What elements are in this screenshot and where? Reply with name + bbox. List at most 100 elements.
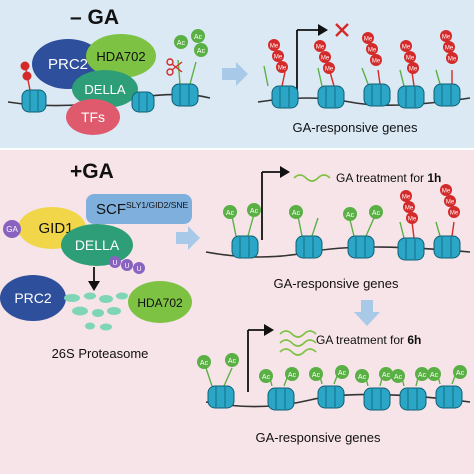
svg-text:Me: Me [445, 46, 454, 52]
svg-text:Ac: Ac [292, 210, 301, 217]
svg-text:Me: Me [368, 48, 377, 54]
svg-text:Me: Me [442, 35, 451, 41]
scf-complex [86, 194, 192, 224]
svg-text:Ac: Ac [226, 210, 235, 217]
svg-text:Me: Me [364, 37, 373, 43]
time-progression-arrow [354, 300, 380, 326]
hda702-free-label: HDA702 [137, 296, 183, 310]
svg-text:Ac: Ac [382, 372, 391, 379]
tfs-complex [66, 99, 120, 135]
tfs-label: TFs [81, 109, 105, 125]
svg-text:U: U [124, 263, 129, 270]
acetylated-nucleosome-6h-2: Ac Ac [259, 367, 299, 411]
svg-text:Ac: Ac [456, 370, 465, 377]
transcript-1h [293, 174, 331, 182]
minus-ga-nucleosome-deacetylated [171, 59, 199, 107]
free-ac-group-3: Ac [194, 43, 208, 57]
acetylated-nucleosome-6h-3: Ac Ac [309, 365, 349, 409]
svg-text:Ac: Ac [430, 372, 439, 379]
hda702-complex [86, 34, 156, 78]
acetylated-nucleosome-1h-3: Ac Ac [343, 205, 383, 259]
svg-text:Me: Me [402, 195, 411, 201]
della-plus-label: DELLA [75, 237, 120, 253]
free-ac-group-2: Ac [191, 29, 205, 43]
minus-ga-title: – GA [70, 6, 119, 29]
svg-text:Me: Me [270, 44, 279, 50]
della-protein [61, 224, 133, 266]
minus-ga-tss-arrow [296, 24, 328, 92]
prc2-free-label: PRC2 [14, 290, 52, 306]
scf-main-label: SCF [96, 201, 126, 218]
minus-ga-methylated-nucleosome-2: Me Me Me [314, 40, 345, 109]
svg-text:Ac: Ac [312, 372, 321, 379]
svg-text:Me: Me [450, 211, 459, 217]
gid1-label: GID1 [38, 220, 73, 237]
transcripts-6h [279, 330, 317, 356]
plus-ga-title: +GA [70, 160, 114, 183]
svg-text:Ac: Ac [262, 374, 271, 381]
svg-text:Ac: Ac [394, 374, 403, 381]
ubiquitin-chain: U U U [109, 256, 145, 274]
svg-text:Me: Me [316, 45, 325, 51]
svg-text:Me: Me [372, 59, 381, 65]
minus-ga-nucleosome-left-1 [20, 61, 47, 113]
della-complex [72, 70, 138, 108]
svg-text:Ac: Ac [338, 370, 347, 377]
svg-text:Me: Me [274, 55, 283, 61]
minus-ga-genes-label: GA-responsive genes [292, 120, 418, 135]
treatment-6h-duration: 6h [407, 333, 421, 347]
svg-text:Ac: Ac [418, 372, 427, 379]
svg-text:Ac: Ac [346, 212, 355, 219]
prc2-free [0, 275, 66, 321]
proteasome-fragments [64, 292, 128, 331]
treatment-1h-label: GA treatment for 1h [336, 171, 441, 185]
svg-text:Ac: Ac [372, 210, 381, 217]
svg-text:Me: Me [448, 57, 457, 63]
acetylated-nucleosome-6h-6: Ac Ac [427, 365, 467, 409]
svg-text:Me: Me [321, 56, 330, 62]
scissors-icon [166, 58, 183, 76]
svg-text:Ac: Ac [177, 40, 186, 47]
svg-text:Me: Me [446, 200, 455, 206]
prc2-label: PRC2 [48, 56, 88, 73]
svg-text:Ac: Ac [250, 208, 259, 215]
hda702-free [128, 281, 192, 323]
svg-text:Me: Me [442, 189, 451, 195]
svg-text:Me: Me [402, 45, 411, 51]
svg-text:Ac: Ac [288, 372, 297, 379]
acetylated-nucleosome-6h-5: Ac Ac [391, 367, 429, 411]
svg-text:Ac: Ac [358, 374, 367, 381]
treatment-6h-text: GA treatment for [316, 333, 407, 347]
acetylated-nucleosome-1h-1: Ac Ac [223, 203, 261, 259]
free-ac-group-1: Ac [174, 35, 188, 49]
svg-text:Me: Me [406, 56, 415, 62]
svg-text:Me: Me [408, 217, 417, 223]
minus-ga-transition-arrow [222, 62, 248, 86]
methylated-nucleosome-1h-1: Me Me Me [397, 190, 425, 261]
plus-ga-transition-arrow [176, 226, 200, 250]
methylated-nucleosome-1h-2: Me Me Me [433, 184, 461, 259]
tss-arrow-1h [261, 166, 290, 240]
scf-label: SCFSLY1/GID2/SNE [96, 200, 189, 218]
svg-text:Ac: Ac [194, 34, 203, 41]
treatment-1h-duration: 1h [427, 171, 441, 185]
acetylated-nucleosome-6h-4: Ac Ac [355, 367, 393, 411]
svg-text:Ac: Ac [200, 360, 209, 367]
svg-text:Ac: Ac [197, 48, 206, 55]
acetylated-nucleosome-1h-2: Ac [289, 205, 323, 259]
svg-text:Me: Me [405, 206, 414, 212]
treatment-1h-text: GA treatment for [336, 171, 427, 185]
scf-superscript: SLY1/GID2/SNE [126, 200, 189, 210]
degradation-arrow [88, 267, 100, 291]
proteasome-label: 26S Proteasome [52, 346, 149, 361]
tss-arrow-6h [247, 324, 274, 392]
minus-ga-methylated-nucleosome-5: Me Me Me [433, 30, 461, 107]
repression-x-icon [335, 23, 349, 37]
minus-ga-methylated-nucleosome-1: Me Me Me [263, 39, 299, 109]
svg-text:U: U [112, 260, 117, 267]
genes-label-1h: GA-responsive genes [273, 276, 399, 291]
svg-text:U: U [136, 266, 141, 273]
minus-ga-methylated-nucleosome-4: Me Me Me [397, 40, 425, 109]
svg-text:Me: Me [409, 67, 418, 73]
